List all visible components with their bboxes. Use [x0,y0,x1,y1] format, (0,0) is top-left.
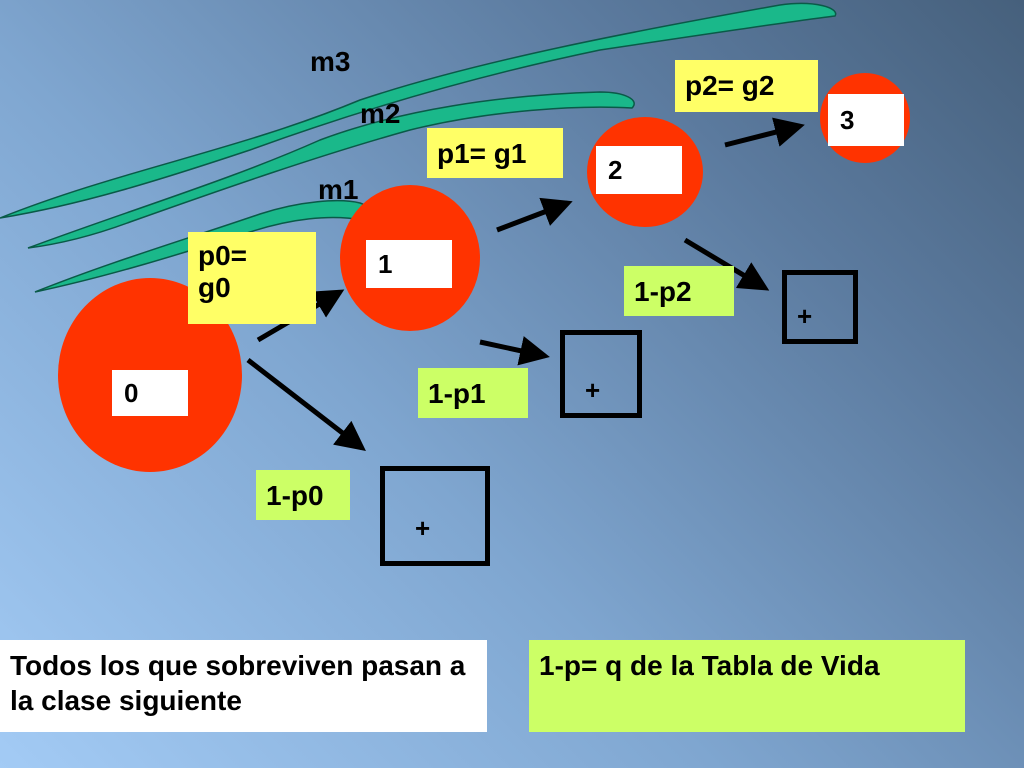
plus-symbol: + [585,375,601,405]
class-label-3: 3 [828,94,904,146]
ribbon-m3 [0,2,837,219]
death-box-1: + [560,330,642,418]
arrow-0-to-plus [246,358,366,452]
note-survivors: Todos los que sobreviven pasan a la clas… [0,640,487,732]
death-box-2: + [782,270,858,344]
arrow-2-to-3 [724,117,805,148]
label-p1: p1= g1 [427,128,563,178]
class-label-0: 0 [112,370,188,416]
label-q1: 1-p1 [418,368,528,418]
class-label-1: 1 [366,240,452,288]
label-m2: m2 [360,98,401,129]
arrow-1-to-plus [479,336,550,366]
label-q2: 1-p2 [624,266,734,316]
label-m1: m1 [318,174,359,205]
arrow-1-to-2 [496,197,573,233]
class-label-2: 2 [596,146,682,194]
plus-symbol: + [797,301,813,331]
label-p0: p0= g0 [188,232,316,324]
plus-symbol: + [415,513,431,543]
label-p2: p2= g2 [675,60,818,112]
death-box-0: + [380,466,490,566]
ribbon-m2 [27,91,635,249]
note-equation: 1-p= q de la Tabla de Vida [529,640,965,732]
arrow-2-to-plus [683,237,770,291]
label-m3: m3 [310,46,351,77]
label-q0: 1-p0 [256,470,350,520]
